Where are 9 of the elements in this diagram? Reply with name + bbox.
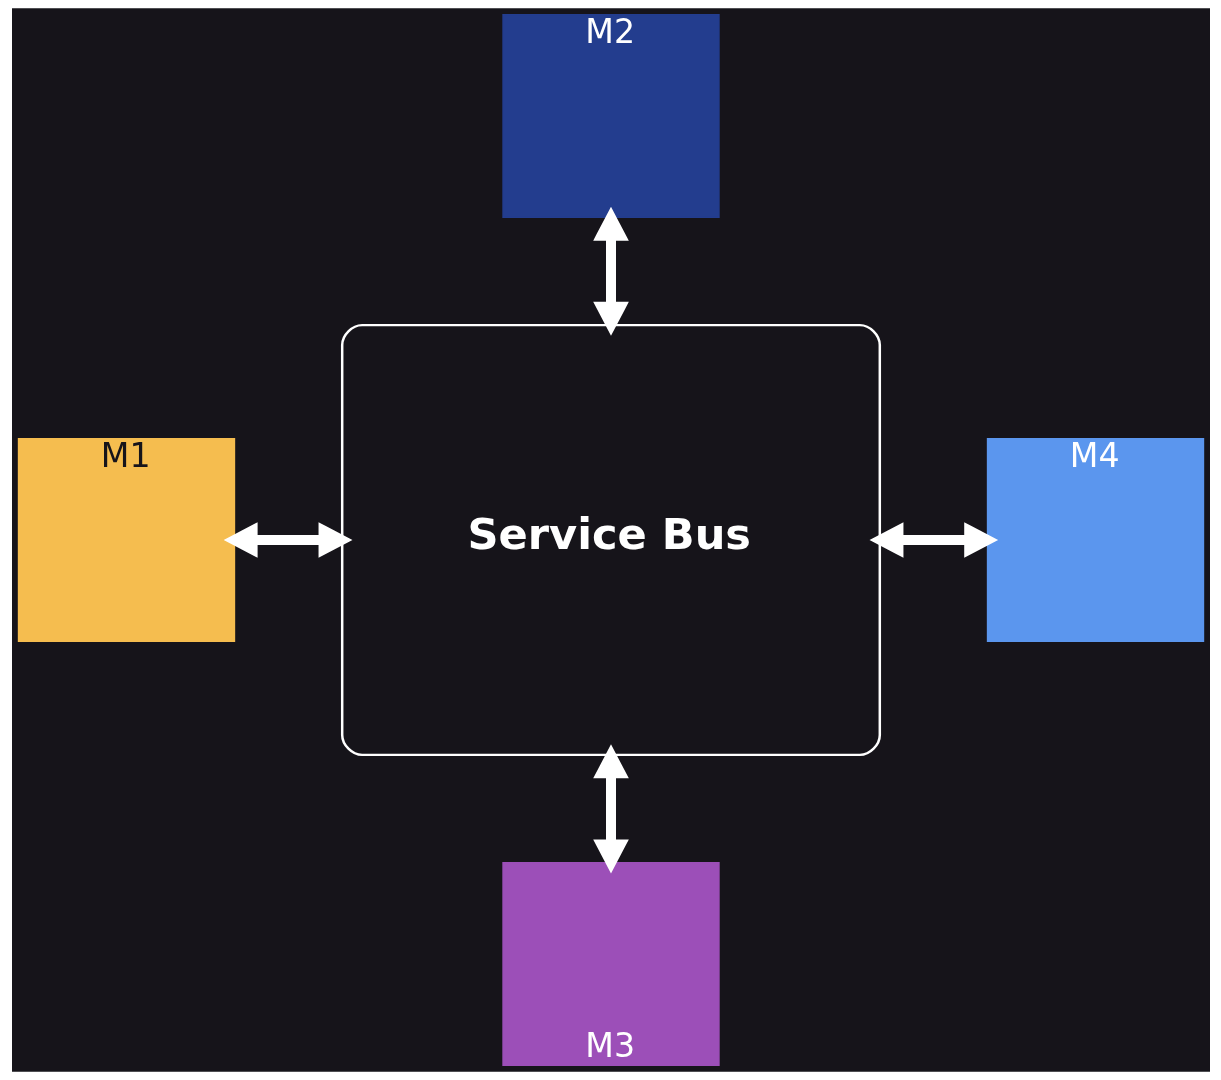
arrow: [592, 206, 629, 336]
node-box: M2: [501, 14, 720, 219]
node-box: M1: [17, 437, 235, 643]
arrow: [592, 744, 629, 874]
arrow: [869, 522, 998, 558]
node-box: Service Bus: [340, 323, 881, 757]
node-box: M3: [501, 861, 720, 1066]
node-box: M4: [986, 437, 1204, 643]
arrow: [223, 522, 352, 558]
